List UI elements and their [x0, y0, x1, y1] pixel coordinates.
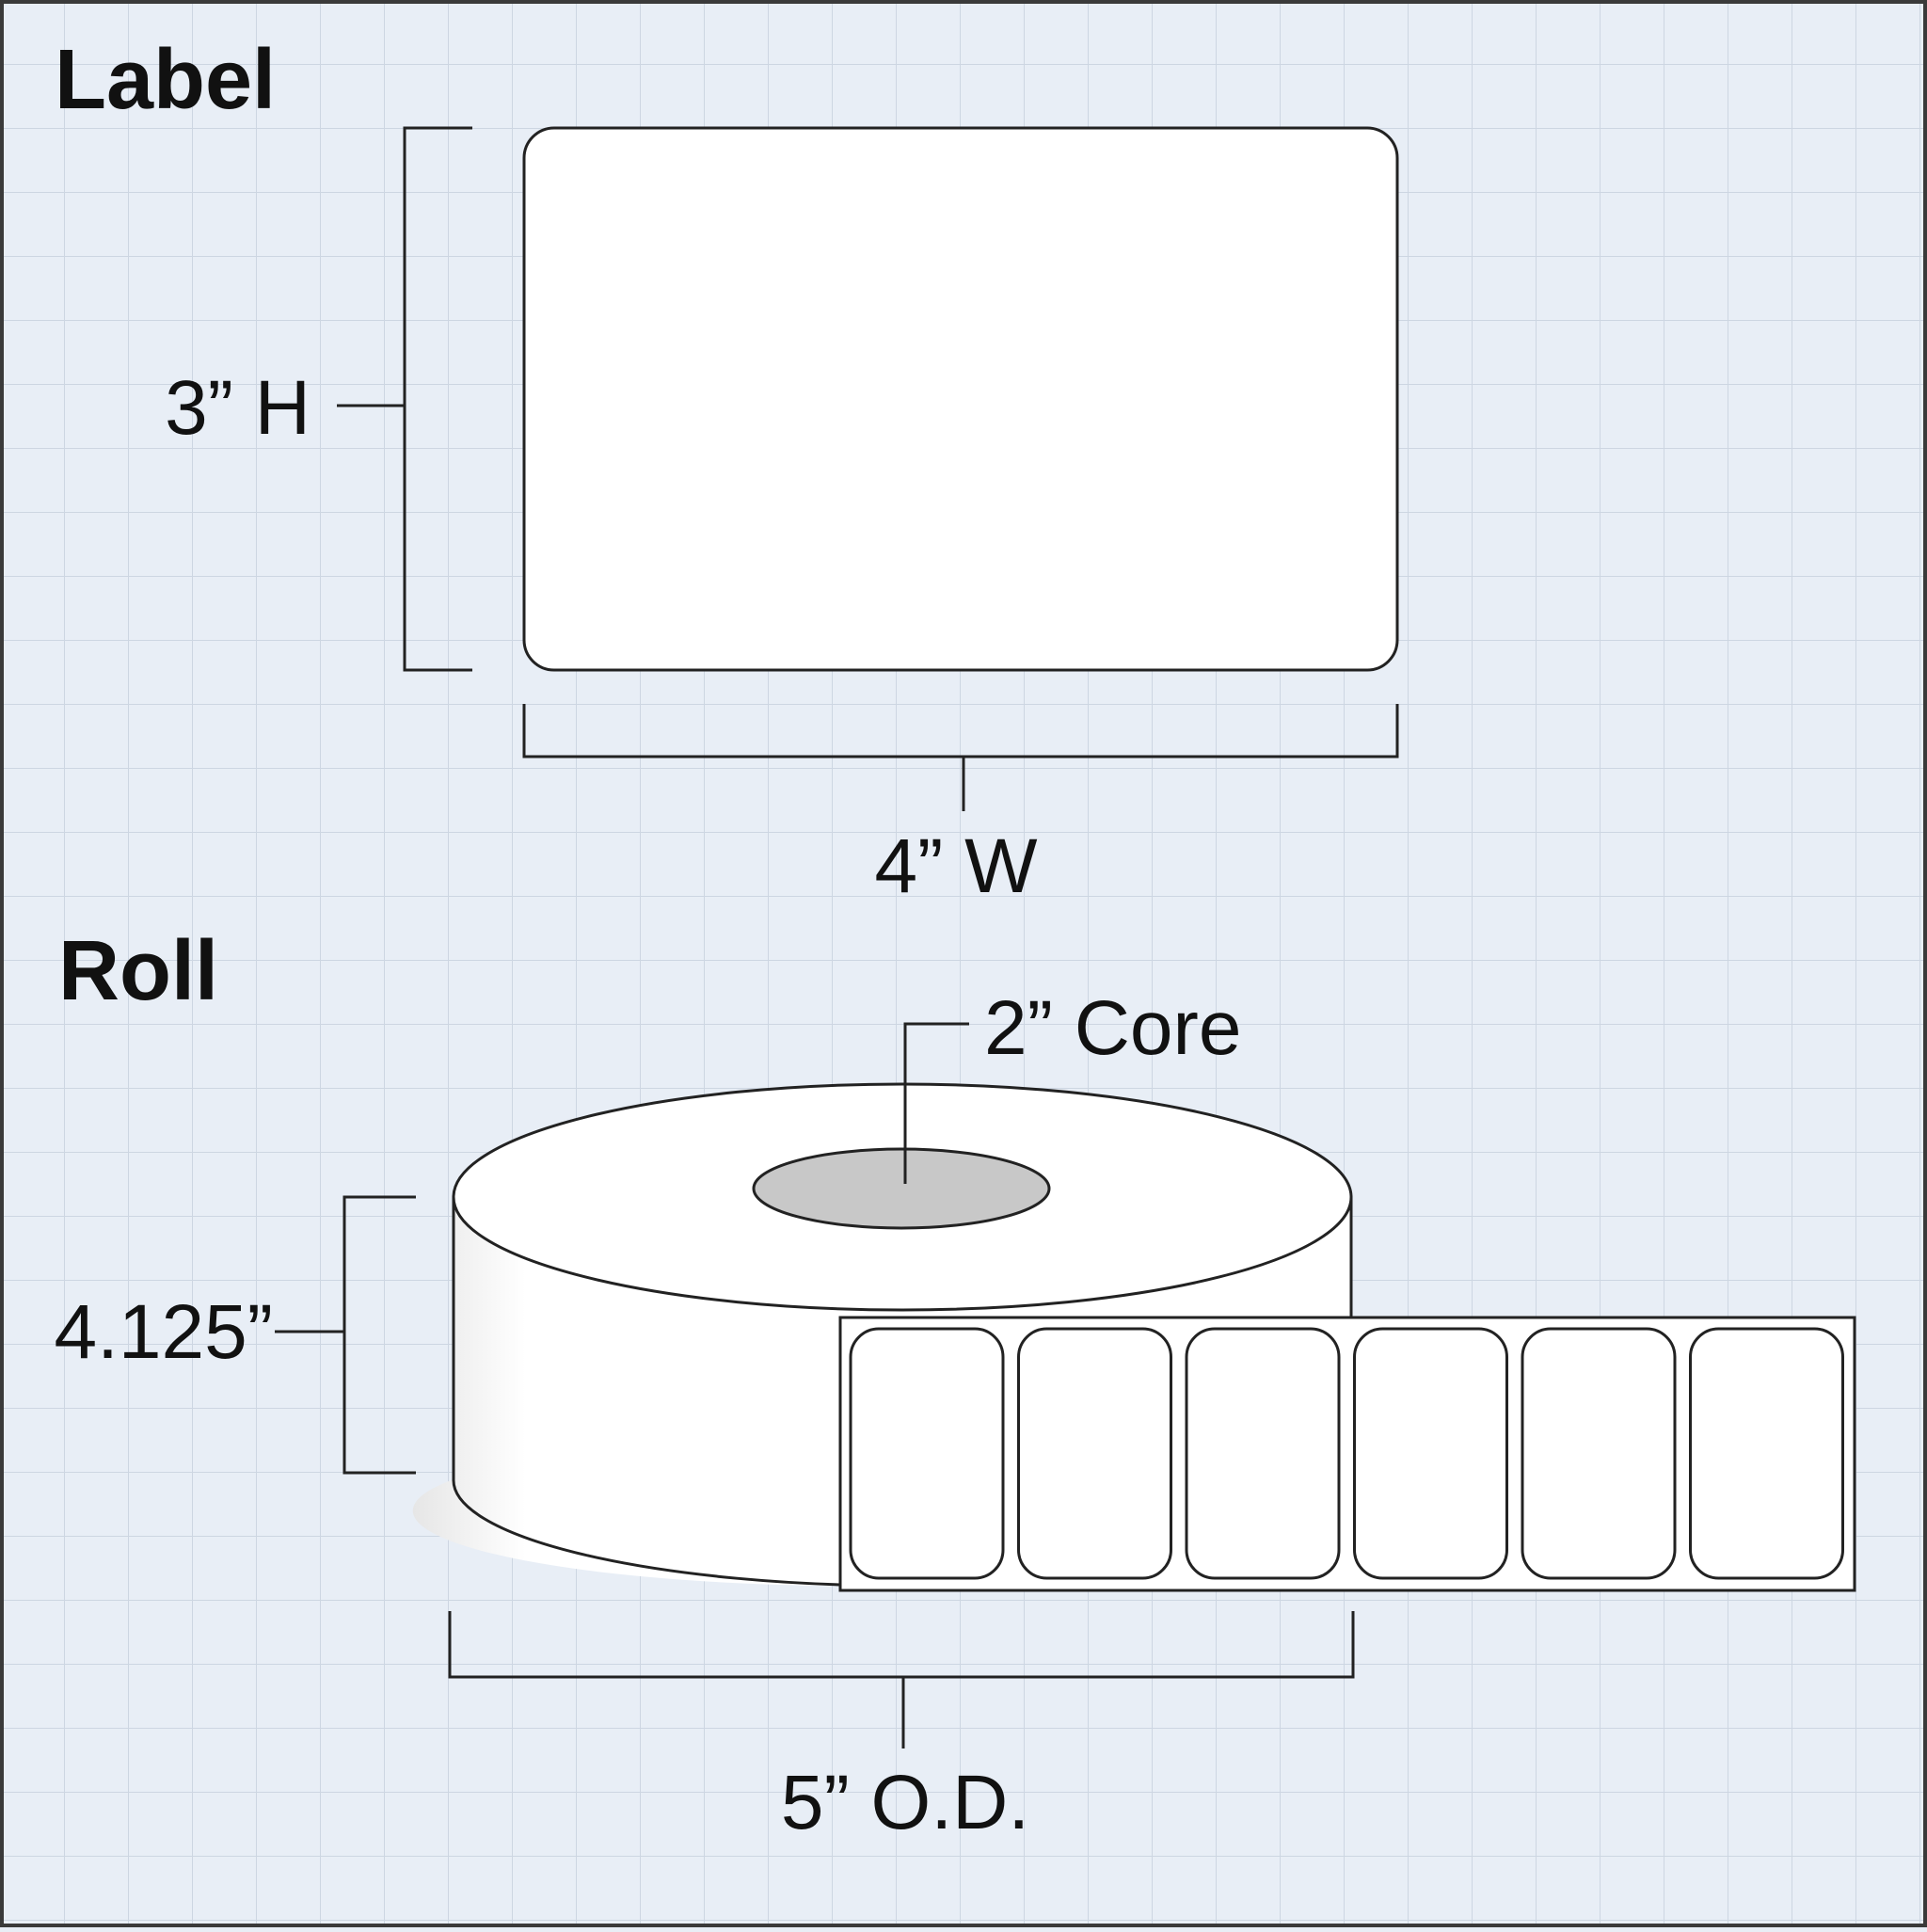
- label-section-title: Label: [55, 33, 276, 127]
- strip-label-1: [849, 1327, 1005, 1580]
- roll-side-outline: [452, 1197, 902, 1588]
- roll-core: [752, 1147, 1051, 1230]
- strip-label-5: [1521, 1327, 1677, 1580]
- strip-label-3: [1185, 1327, 1341, 1580]
- roll-core-text: 2” Core: [984, 985, 1241, 1071]
- strip-labels-group: [849, 1327, 1844, 1580]
- label-rectangle: [522, 126, 1399, 672]
- width-bracket: [522, 704, 1399, 758]
- core-leader-line: [903, 1022, 969, 1184]
- label-width-text: 4” W: [874, 823, 1038, 909]
- label-height-text: 3” H: [165, 365, 311, 451]
- height-bracket: [403, 126, 472, 672]
- strip-label-2: [1017, 1327, 1172, 1580]
- roll-diameter-text: 5” O.D.: [781, 1760, 1029, 1845]
- od-bracket: [448, 1611, 1355, 1679]
- label-strip: [838, 1316, 1856, 1592]
- roll-width-text: 4.125”: [54, 1289, 273, 1375]
- roll-section-title: Roll: [58, 924, 218, 1018]
- roll-width-bracket: [342, 1195, 416, 1475]
- strip-label-6: [1689, 1327, 1844, 1580]
- strip-label-4: [1353, 1327, 1508, 1580]
